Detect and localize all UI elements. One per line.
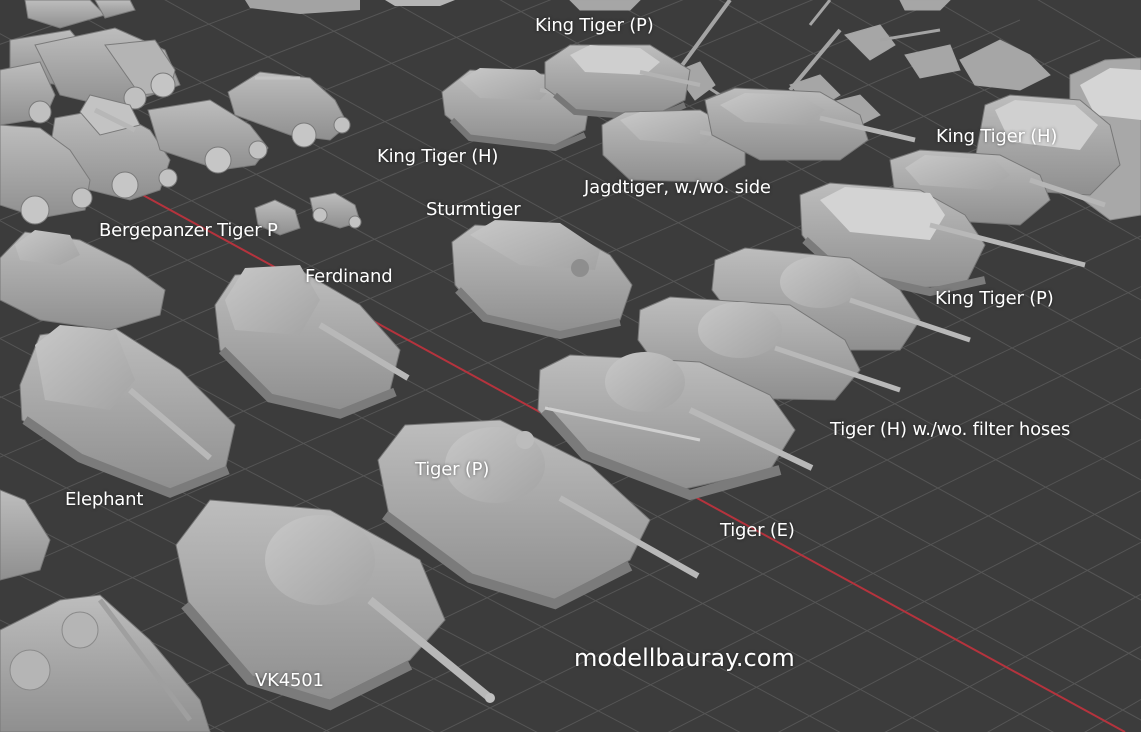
label-tiger-h: Tiger (H) w./wo. filter hoses (830, 419, 1071, 440)
tank-elephant (19, 324, 236, 498)
label-jagdtiger: Jagdtiger, w./wo. side (584, 177, 771, 198)
halftrack-group (0, 0, 362, 236)
tank-sturmtiger (451, 220, 633, 340)
label-ferdinand: Ferdinand (305, 266, 393, 287)
label-king-tiger-h-center: King Tiger (H) (377, 146, 499, 167)
tank-jagdtiger-2 (704, 87, 916, 161)
tank-jagdtiger (601, 109, 746, 183)
label-tiger-e: Tiger (E) (720, 520, 795, 541)
label-vk4501: VK4501 (255, 670, 324, 691)
tank-vk4501 (175, 499, 495, 711)
display-base (245, 0, 455, 14)
tank-partial-bottom-left (0, 489, 211, 732)
label-bergepanzer-tiger-p: Bergepanzer Tiger P (99, 220, 278, 241)
label-king-tiger-p-top: King Tiger (P) (535, 15, 654, 36)
tank-ferdinand (214, 265, 410, 419)
label-king-tiger-p-right: King Tiger (P) (935, 288, 1054, 309)
tank-king-tiger-h-right (889, 94, 1121, 226)
tank-bergepanzer-tiger-p (0, 230, 166, 331)
label-elephant: Elephant (65, 489, 144, 510)
label-sturmtiger: Sturmtiger (426, 199, 521, 220)
label-tiger-p: Tiger (P) (415, 459, 490, 480)
label-king-tiger-h-right: King Tiger (H) (936, 126, 1058, 147)
tank-tiger-e (537, 352, 814, 501)
tank-tiger-p (377, 419, 700, 610)
watermark-text: modellbauray.com (574, 644, 795, 672)
